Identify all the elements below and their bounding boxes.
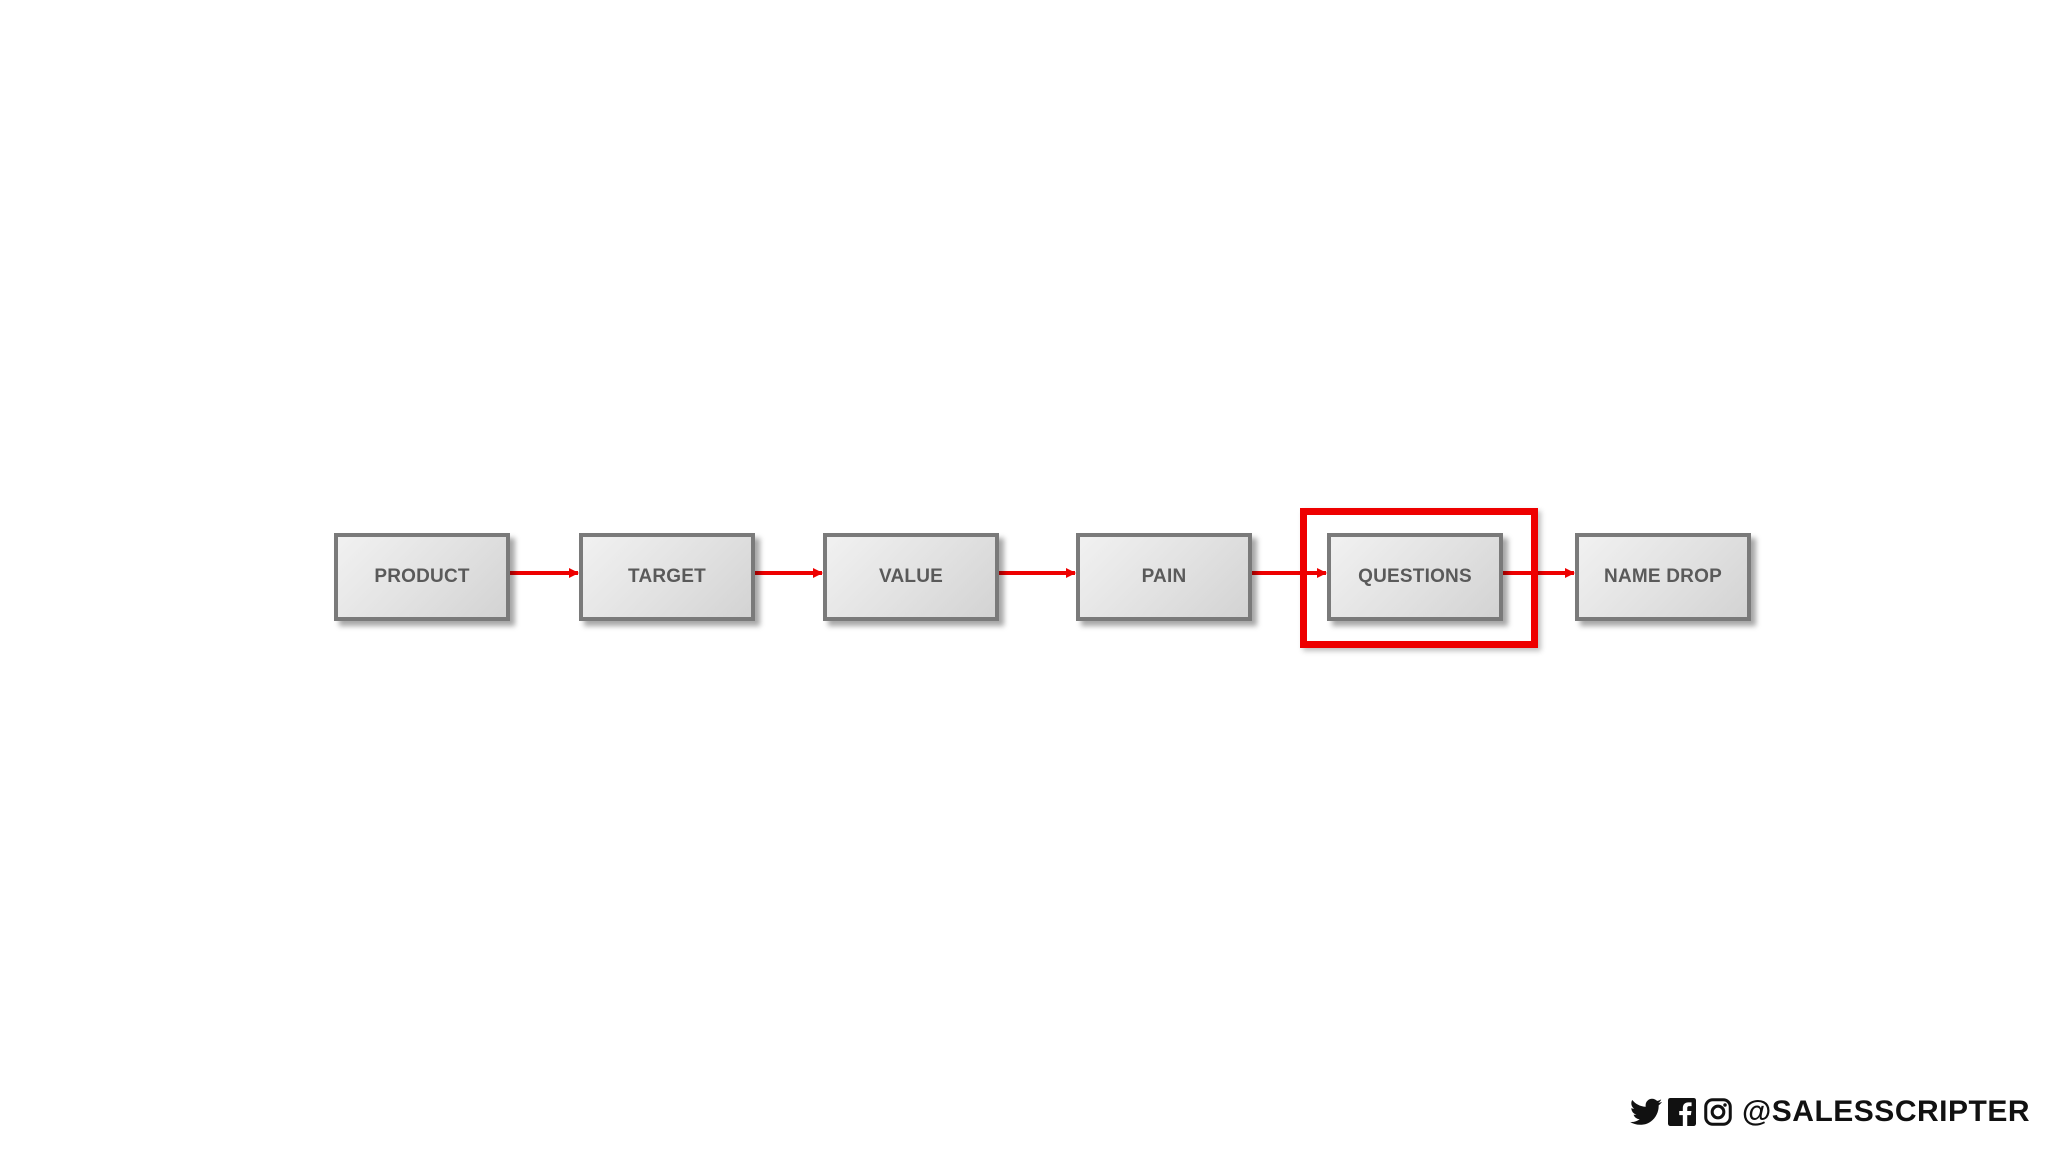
step-questions: QUESTIONS bbox=[1327, 533, 1503, 621]
step-label: QUESTIONS bbox=[1358, 566, 1472, 587]
step-label: PAIN bbox=[1141, 566, 1187, 587]
step-pain: PAIN bbox=[1076, 533, 1252, 621]
twitter-icon[interactable] bbox=[1630, 1096, 1663, 1128]
social-footer: @SALESSCRIPTER bbox=[1630, 1092, 2030, 1132]
highlight-box-questions bbox=[1300, 508, 1538, 648]
step-label: VALUE bbox=[879, 566, 943, 587]
step-label: TARGET bbox=[628, 566, 706, 587]
step-value: VALUE bbox=[823, 533, 999, 621]
step-name-drop: NAME DROP bbox=[1575, 533, 1751, 621]
facebook-icon[interactable] bbox=[1666, 1096, 1698, 1128]
step-label: NAME DROP bbox=[1604, 566, 1722, 587]
social-handle[interactable]: @SALESSCRIPTER bbox=[1742, 1095, 2030, 1128]
step-product: PRODUCT bbox=[334, 533, 510, 621]
instagram-icon[interactable] bbox=[1702, 1096, 1734, 1128]
step-target: TARGET bbox=[579, 533, 755, 621]
step-label: PRODUCT bbox=[374, 566, 470, 587]
